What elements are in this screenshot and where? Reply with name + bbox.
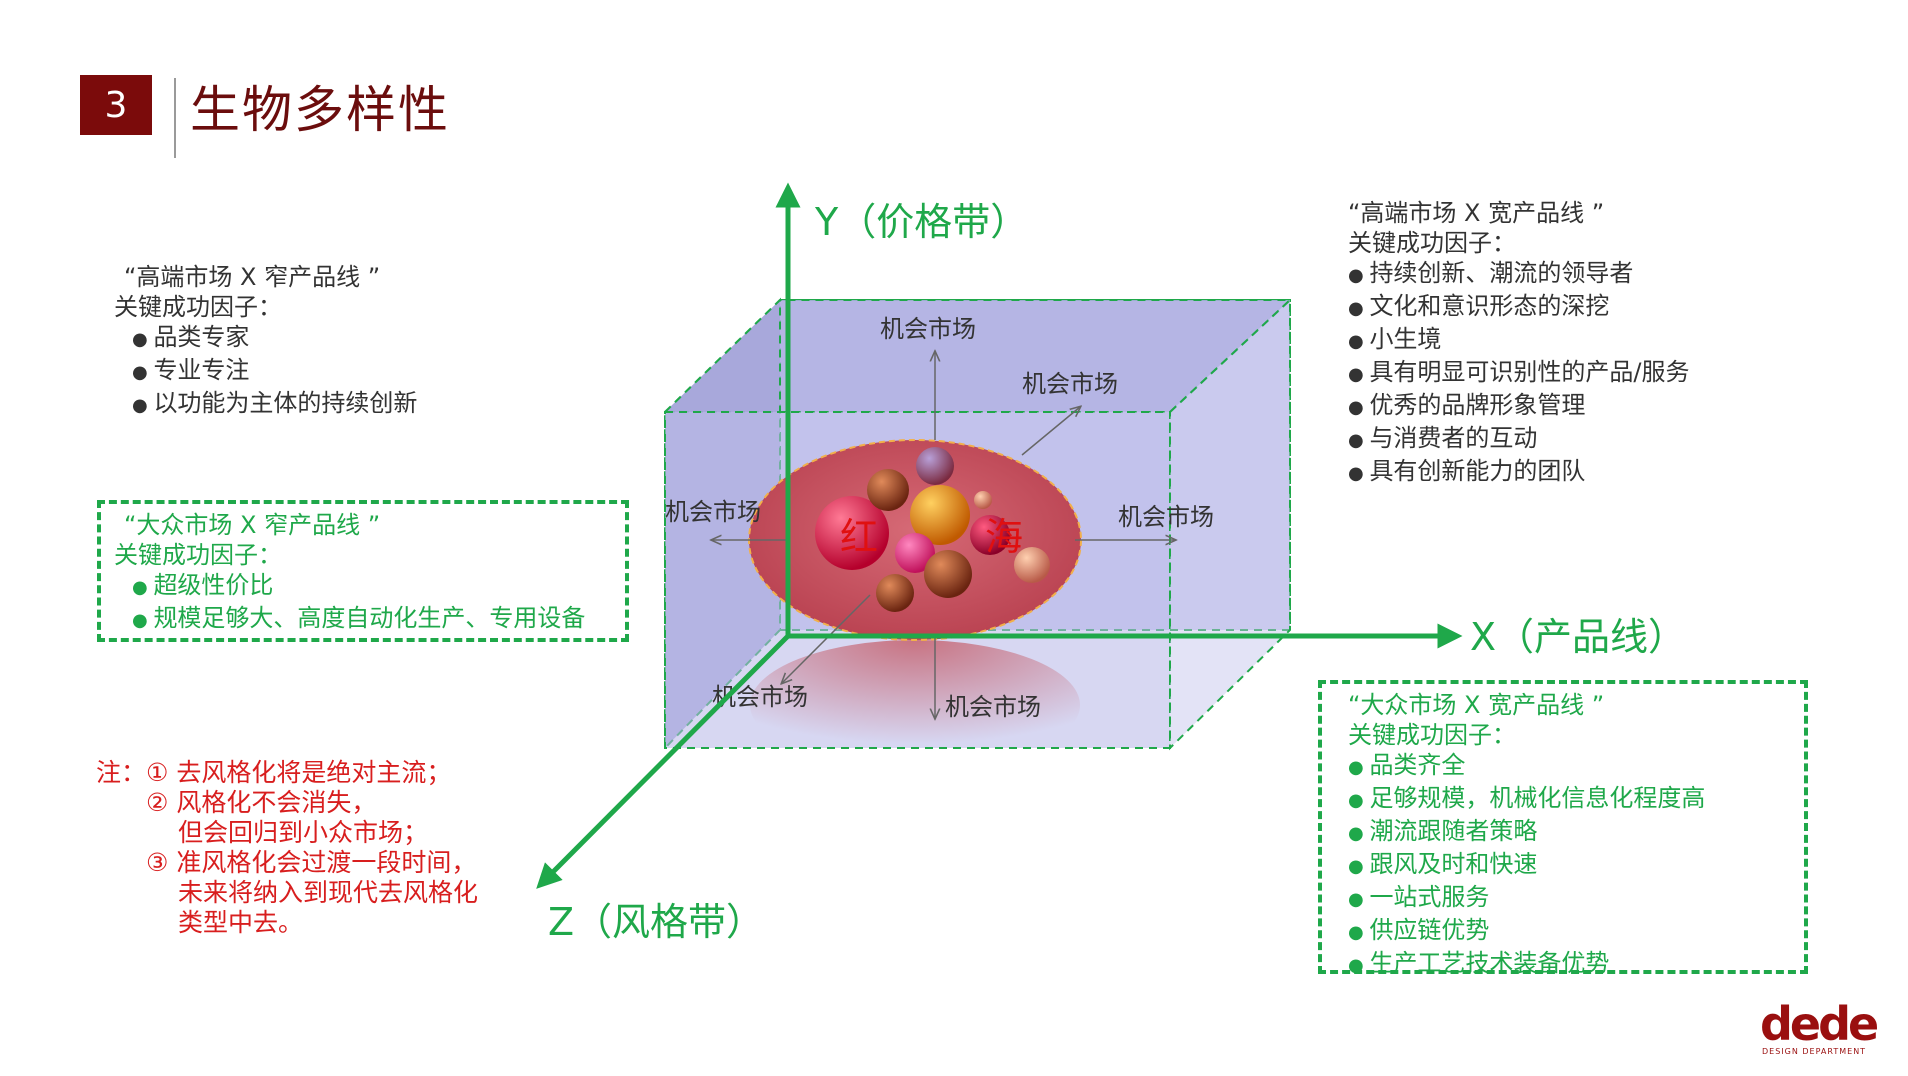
list-item: 超级性价比 bbox=[114, 570, 585, 603]
svg-text:DESIGN DEPARTMENT: DESIGN DEPARTMENT bbox=[1762, 1047, 1866, 1056]
bubble-brown-top bbox=[867, 469, 909, 511]
note-line: ① 去风格化将是绝对主流； bbox=[146, 758, 452, 787]
quadrant-mass-narrow-box bbox=[97, 500, 629, 642]
list-item: 专业专注 bbox=[114, 355, 417, 388]
dede-logo: dede DESIGN DEPARTMENT bbox=[1760, 1000, 1880, 1056]
quadrant-subtitle: 关键成功因子： bbox=[114, 541, 282, 569]
title-divider bbox=[174, 78, 176, 158]
svg-text:dede: dede bbox=[1760, 1000, 1877, 1051]
red-sea-reflection bbox=[750, 640, 1080, 770]
quadrant-subtitle: 关键成功因子： bbox=[1348, 721, 1516, 749]
list-item: 足够规模，机械化信息化程度高 bbox=[1348, 783, 1705, 816]
bubble-pink bbox=[895, 533, 935, 573]
quadrant-subtitle: 关键成功因子： bbox=[1348, 229, 1516, 257]
quadrant-mass-wide: “大众市场 X 宽产品线 ” 关键成功因子： 品类齐全 足够规模，机械化信息化程… bbox=[1348, 690, 1705, 981]
quadrant-high-wide: “高端市场 X 宽产品线 ” 关键成功因子： 持续创新、潮流的领导者 文化和意识… bbox=[1348, 198, 1690, 489]
opportunity-label-up-right: 机会市场 bbox=[1022, 370, 1118, 398]
cube-top-face bbox=[662, 299, 1293, 413]
list-item: 持续创新、潮流的领导者 bbox=[1348, 258, 1690, 291]
bubble-crimson bbox=[970, 515, 1010, 555]
list-item: 规模足够大、高度自动化生产、专用设备 bbox=[114, 603, 585, 636]
bubble-purple bbox=[916, 447, 954, 485]
note-prefix: 注： bbox=[96, 758, 147, 787]
note-line: 未来将纳入到现代去风格化 bbox=[178, 878, 479, 907]
note-line: ② 风格化不会消失， bbox=[146, 788, 377, 817]
note-block: 注：① 去风格化将是绝对主流； ② 风格化不会消失， 但会回归到小众市场； ③ … bbox=[96, 758, 478, 938]
opportunity-arrow-up-right bbox=[1021, 407, 1080, 456]
quadrant-title: “大众市场 X 窄产品线 ” bbox=[124, 511, 381, 539]
list-item: 文化和意识形态的深挖 bbox=[1348, 291, 1690, 324]
bubble-brown-mid bbox=[924, 550, 972, 598]
note-line: ③ 准风格化会过渡一段时间， bbox=[146, 848, 477, 877]
list-item: 品类齐全 bbox=[1348, 750, 1705, 783]
z-axis-label: Z（风格带） bbox=[548, 900, 764, 944]
red-sea-char-2: 海 bbox=[985, 515, 1023, 559]
quadrant-title: “高端市场 X 宽产品线 ” bbox=[1348, 199, 1605, 227]
opportunity-label-up: 机会市场 bbox=[880, 315, 976, 343]
bubble-large-red bbox=[815, 496, 889, 570]
page-title: 生物多样性 bbox=[190, 81, 450, 139]
list-item: 供应链优势 bbox=[1348, 915, 1705, 948]
red-sea-char-1: 红 bbox=[840, 515, 878, 559]
quadrant-high-narrow: “高端市场 X 窄产品线 ” 关键成功因子： 品类专家 专业专注 以功能为主体的… bbox=[114, 262, 417, 421]
quadrant-subtitle: 关键成功因子： bbox=[114, 293, 282, 321]
list-item: 品类专家 bbox=[114, 322, 417, 355]
list-item: 与消费者的互动 bbox=[1348, 423, 1690, 456]
list-item: 具有明显可识别性的产品/服务 bbox=[1348, 357, 1689, 390]
bubble-orange bbox=[910, 485, 970, 545]
note-line: 类型中去。 bbox=[178, 908, 304, 937]
list-item: 潮流跟随者策略 bbox=[1348, 816, 1705, 849]
opportunity-label-left: 机会市场 bbox=[665, 498, 761, 526]
z-axis bbox=[536, 634, 790, 889]
list-item: 以功能为主体的持续创新 bbox=[114, 388, 417, 421]
quadrant-title: “高端市场 X 窄产品线 ” bbox=[124, 263, 381, 291]
bubble-peach bbox=[1014, 547, 1050, 583]
y-axis-label: Y（价格带） bbox=[814, 200, 1028, 244]
quadrant-mass-narrow: “大众市场 X 窄产品线 ” 关键成功因子： 超级性价比 规模足够大、高度自动化… bbox=[114, 510, 585, 636]
list-item: 优秀的品牌形象管理 bbox=[1348, 390, 1690, 423]
opportunity-label-down: 机会市场 bbox=[945, 693, 1041, 721]
note-line: 但会回归到小众市场； bbox=[178, 818, 429, 847]
list-item: 小生境 bbox=[1348, 324, 1690, 357]
list-item: 一站式服务 bbox=[1348, 882, 1705, 915]
bubble-brown-low bbox=[876, 574, 914, 612]
list-item: 跟风及时和快速 bbox=[1348, 849, 1705, 882]
list-item: 具有创新能力的团队 bbox=[1348, 456, 1690, 489]
opportunity-label-right: 机会市场 bbox=[1118, 503, 1214, 531]
quadrant-title: “大众市场 X 宽产品线 ” bbox=[1348, 691, 1605, 719]
bubble-peach-small bbox=[974, 491, 992, 509]
list-item: 生产工艺技术装备优势 bbox=[1348, 948, 1705, 981]
slide-number-badge: 3 bbox=[80, 75, 152, 135]
opportunity-arrow-down-left bbox=[782, 594, 871, 683]
x-axis-label: X（产品线） bbox=[1470, 615, 1686, 659]
